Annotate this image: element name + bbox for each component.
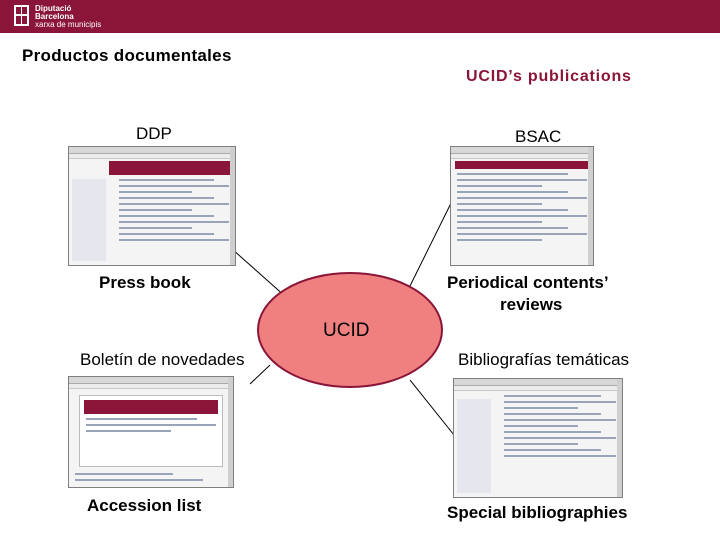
connector-bottom-left: [249, 364, 271, 385]
boletin-label: Boletín de novedades: [80, 350, 245, 369]
bsac-label: BSAC: [515, 127, 562, 146]
special-bibliographies-label: Special bibliographies: [447, 503, 628, 522]
press-book-label: Press book: [99, 273, 191, 292]
bsac-screenshot: [450, 146, 594, 266]
bibliografias-label: Bibliografías temáticas: [458, 350, 630, 369]
diputacio-emblem-icon: [14, 5, 29, 26]
accession-list-label: Accession list: [87, 496, 202, 515]
periodical-label-line2: reviews: [500, 295, 563, 314]
logo-line-2: Barcelona: [35, 12, 74, 21]
periodical-label-line1: Periodical contents’: [447, 273, 609, 292]
ucid-center-ellipse: [257, 272, 443, 388]
bibliografias-screenshot: [453, 378, 623, 498]
ddp-screenshot: [68, 146, 236, 266]
header-bar: Diputació Barcelona xarxa de municipis: [0, 0, 720, 33]
ddp-label: DDP: [136, 124, 172, 143]
spanish-title: Productos documentales: [22, 46, 232, 65]
logo-line-1: Diputació: [35, 4, 72, 13]
diputacio-logo: Diputació Barcelona xarxa de municipis: [14, 5, 101, 29]
english-title: UCID’s publications: [466, 68, 632, 85]
logo-line-3: xarxa de municipis: [35, 20, 102, 29]
ucid-center-label: UCID: [323, 320, 370, 341]
boletin-screenshot: [68, 376, 234, 488]
